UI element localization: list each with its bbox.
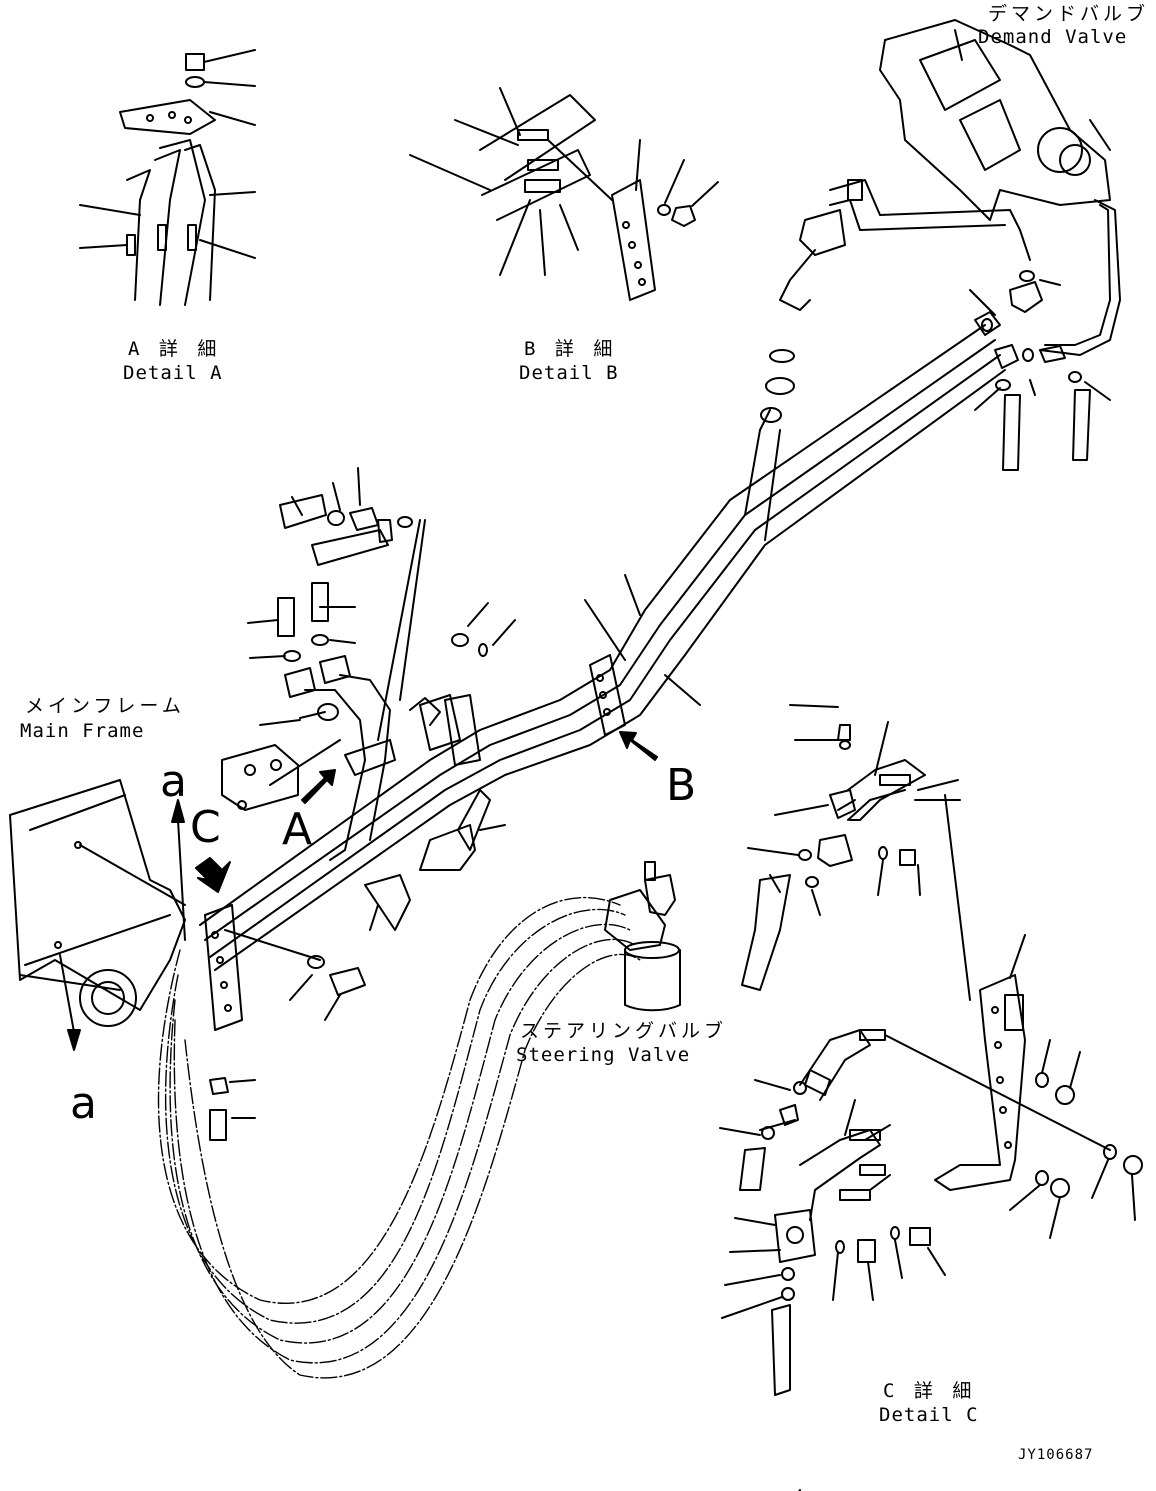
ref-label-a-top: a xyxy=(160,756,187,807)
arrow-a-icon xyxy=(301,769,336,804)
fitting-c2 xyxy=(817,834,853,867)
steering-valve-label-en: Steering Valve xyxy=(516,1044,691,1066)
clamp-b xyxy=(589,654,626,736)
fitting-block xyxy=(799,209,846,256)
pipe-1 xyxy=(199,324,986,926)
detail-b-drawing xyxy=(409,87,719,301)
detail-c-title-en: Detail C xyxy=(879,1404,979,1426)
arrow-c-icon xyxy=(195,857,231,893)
detail-a-drawing xyxy=(79,49,256,306)
detail-c-drawing xyxy=(719,704,1143,1491)
demand-valve-assembly xyxy=(765,19,1121,471)
clamp-plate xyxy=(611,179,656,301)
main-frame-label-en: Main Frame xyxy=(20,720,145,742)
main-frame xyxy=(9,779,186,1027)
manifold-block xyxy=(221,744,299,811)
detail-c-title-jp: C 詳 細 xyxy=(883,1380,976,1402)
fitting-c3 xyxy=(774,1209,816,1263)
demand-valve-label-en: Demand Valve xyxy=(978,26,1128,48)
branch-pipe xyxy=(744,409,771,516)
bolt xyxy=(279,494,327,529)
hoses xyxy=(157,896,641,1379)
demand-valve-label-jp: デマンドバルブ xyxy=(988,3,1150,25)
view-label-c: C xyxy=(190,802,221,853)
arrow-b-icon xyxy=(619,731,658,761)
nut-part xyxy=(185,53,205,71)
detail-b-title-jp: B 詳 細 xyxy=(524,338,617,360)
tube-left xyxy=(126,169,151,301)
steering-valve xyxy=(604,861,681,1012)
view-arrows xyxy=(67,731,658,1051)
bracket xyxy=(934,974,1026,1191)
view-label-b: B xyxy=(666,760,697,811)
arrow-a-ref-bottom-icon xyxy=(67,1029,81,1051)
tube-to-demand-valve xyxy=(829,179,1031,261)
detail-a-title-en: Detail A xyxy=(123,362,223,384)
main-frame-label-jp: メインフレーム xyxy=(25,695,185,717)
pipe-section xyxy=(479,94,596,181)
main-pipes xyxy=(199,311,1019,971)
steering-valve-label-jp: ステアリングバルブ xyxy=(520,1020,728,1042)
plate-part xyxy=(119,99,216,135)
washer-part xyxy=(185,76,205,88)
clamp-c xyxy=(204,904,366,1141)
manifold-assembly xyxy=(221,467,516,931)
pipe-to-manifold xyxy=(304,689,366,861)
drawing-number: JY106687 xyxy=(1018,1447,1094,1463)
view-label-a: A xyxy=(282,804,313,855)
fitting-c1 xyxy=(829,789,856,819)
ref-label-a-bottom: a xyxy=(70,1078,97,1129)
demand-valve-body xyxy=(879,19,1111,221)
detail-a-title-jp: A 詳 細 xyxy=(128,338,221,360)
guard-tube xyxy=(419,824,476,871)
detail-b-title-en: Detail B xyxy=(519,362,619,384)
